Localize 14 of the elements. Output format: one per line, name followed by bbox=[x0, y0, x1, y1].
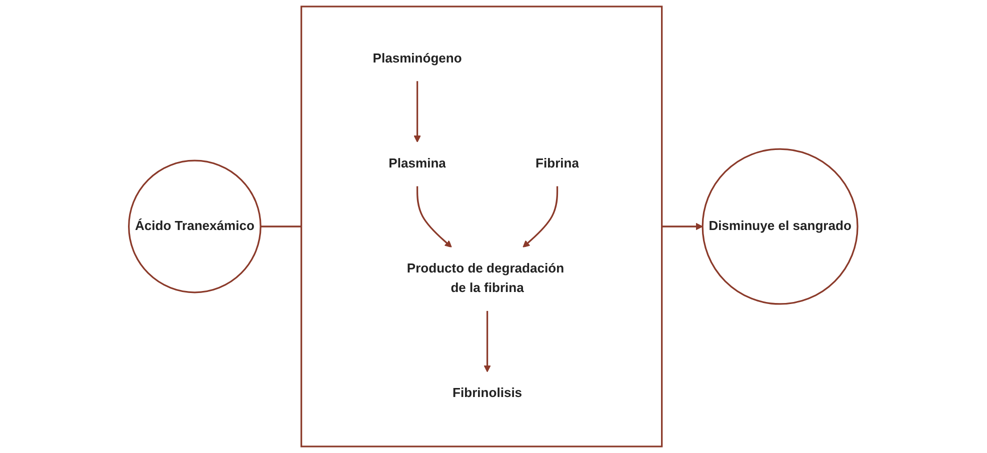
node-text: Fibrina bbox=[536, 156, 580, 171]
arrow bbox=[414, 81, 422, 142]
node-text: Plasmina bbox=[388, 156, 446, 171]
connector bbox=[260, 226, 302, 228]
cluster bbox=[300, 6, 663, 448]
node-text: Fibrinolisis bbox=[452, 386, 522, 400]
arrow bbox=[416, 186, 452, 248]
node-circle: Disminuye el sangrado bbox=[702, 148, 859, 305]
arrow bbox=[522, 186, 558, 248]
node-text: Producto de degradación de la fibrina bbox=[407, 262, 564, 296]
arrow bbox=[484, 310, 492, 372]
arrow bbox=[662, 222, 704, 230]
node-circle: Ácido Tranexámico bbox=[128, 160, 262, 294]
node-text: Plasminógeno bbox=[373, 52, 462, 66]
